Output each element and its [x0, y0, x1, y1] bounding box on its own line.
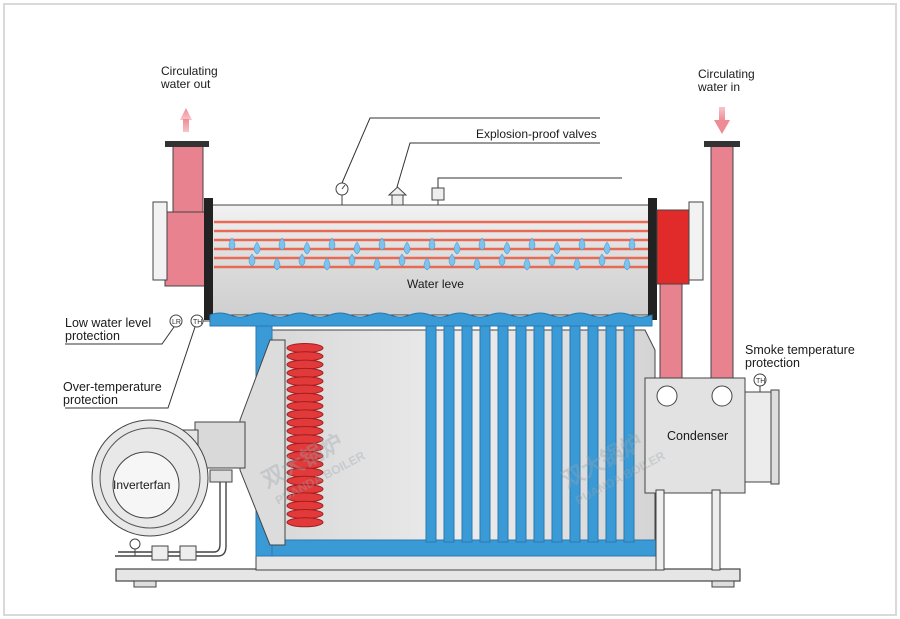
label-low-water-1: Low water level: [65, 316, 151, 330]
inlet-arrow: [714, 107, 730, 134]
water-droplet: [403, 241, 411, 255]
water-droplet: [548, 253, 556, 267]
lr-sensor: LR: [169, 314, 183, 328]
label-inverter-fan: Inverterfan: [113, 478, 170, 492]
label-smoke-temp-1: Smoke temperature: [745, 343, 855, 357]
water-droplet: [373, 257, 381, 271]
water-tube: [623, 325, 635, 543]
water-tube: [479, 325, 491, 543]
water-droplet: [503, 241, 511, 255]
water-droplet: [398, 253, 406, 267]
water-droplets: [228, 237, 636, 271]
water-tubes: [425, 325, 635, 543]
water-tube: [569, 325, 581, 543]
coil-turn: [286, 409, 324, 420]
coil-turn: [286, 392, 324, 403]
lr-marker: LR: [172, 319, 181, 326]
label-water-level: Water leve: [407, 277, 464, 291]
th-marker: TH: [193, 319, 202, 326]
label-over-temp-1: Over-temperature: [63, 380, 162, 394]
water-droplet: [498, 253, 506, 267]
coil-turn: [286, 401, 324, 412]
coil-turn: [286, 351, 324, 362]
water-droplet: [473, 257, 481, 271]
water-droplet: [448, 253, 456, 267]
water-droplet: [348, 253, 356, 267]
water-droplet: [278, 237, 286, 251]
water-droplet: [553, 241, 561, 255]
label-condenser: Condenser: [667, 429, 728, 443]
th-marker-smoke: TH: [756, 378, 765, 385]
burner-coil: [286, 343, 324, 528]
water-droplet: [423, 257, 431, 271]
coil-turn: [286, 359, 324, 370]
coil-turn: [286, 367, 324, 378]
th-sensor: TH: [190, 314, 210, 328]
coil-turn: [286, 384, 324, 395]
water-droplet: [248, 253, 256, 267]
water-droplet: [353, 241, 361, 255]
label-circulating-water-in-1: Circulating: [698, 67, 755, 81]
outlet-pipe: [152, 141, 211, 287]
water-tube: [497, 325, 509, 543]
water-tube: [587, 325, 599, 543]
water-tube: [551, 325, 563, 543]
water-droplet: [578, 237, 586, 251]
label-smoke-temp-2: protection: [745, 356, 800, 370]
image-border: [3, 3, 897, 616]
water-droplet: [378, 237, 386, 251]
water-droplet: [428, 237, 436, 251]
water-droplet: [303, 241, 311, 255]
water-droplet: [228, 237, 236, 251]
water-droplet: [573, 257, 581, 271]
water-droplet: [253, 241, 261, 255]
label-circulating-water-in-2: water in: [697, 80, 740, 94]
coil-turn: [286, 417, 324, 428]
condenser: [644, 377, 780, 571]
water-tube: [605, 325, 617, 543]
label-over-temp-2: protection: [63, 393, 118, 407]
water-tube: [425, 325, 437, 543]
water-droplet: [323, 257, 331, 271]
water-droplet: [328, 237, 336, 251]
label-circulating-water-out-2: water out: [160, 77, 211, 91]
water-droplet: [453, 241, 461, 255]
label-explosion-proof-valves: Explosion-proof valves: [476, 127, 597, 141]
water-droplet: [603, 241, 611, 255]
label-low-water-2: protection: [65, 329, 120, 343]
coil-turn: [286, 343, 324, 353]
fuel-line: [115, 469, 233, 561]
explosion-proof-valve: [387, 186, 408, 206]
pressure-gauge: [335, 182, 349, 205]
outlet-arrow: [180, 108, 192, 132]
water-tube: [461, 325, 473, 543]
water-droplet: [628, 237, 636, 251]
coil-turn: [286, 509, 324, 519]
water-surface: [209, 312, 653, 327]
smoke-temperature-sensor: TH: [753, 373, 767, 392]
coil-turn: [286, 500, 324, 511]
water-droplet: [273, 257, 281, 271]
water-tube: [515, 325, 527, 543]
coil-turn: [286, 376, 324, 387]
water-droplet: [478, 237, 486, 251]
water-droplet: [598, 253, 606, 267]
base-frame: [115, 555, 741, 588]
safety-valve: [431, 187, 445, 205]
water-droplet: [528, 237, 536, 251]
heating-elements: [214, 220, 648, 269]
water-tube: [533, 325, 545, 543]
inlet-pipe: [659, 141, 740, 383]
label-circulating-water-out-1: Circulating: [161, 64, 218, 78]
coil-turn: [286, 426, 324, 436]
water-droplet: [623, 257, 631, 271]
water-tube: [443, 325, 455, 543]
coil-turn: [286, 517, 324, 528]
inverter-fan: [91, 419, 209, 537]
water-droplet: [523, 257, 531, 271]
water-droplet: [298, 253, 306, 267]
leader-lines: [65, 117, 622, 409]
